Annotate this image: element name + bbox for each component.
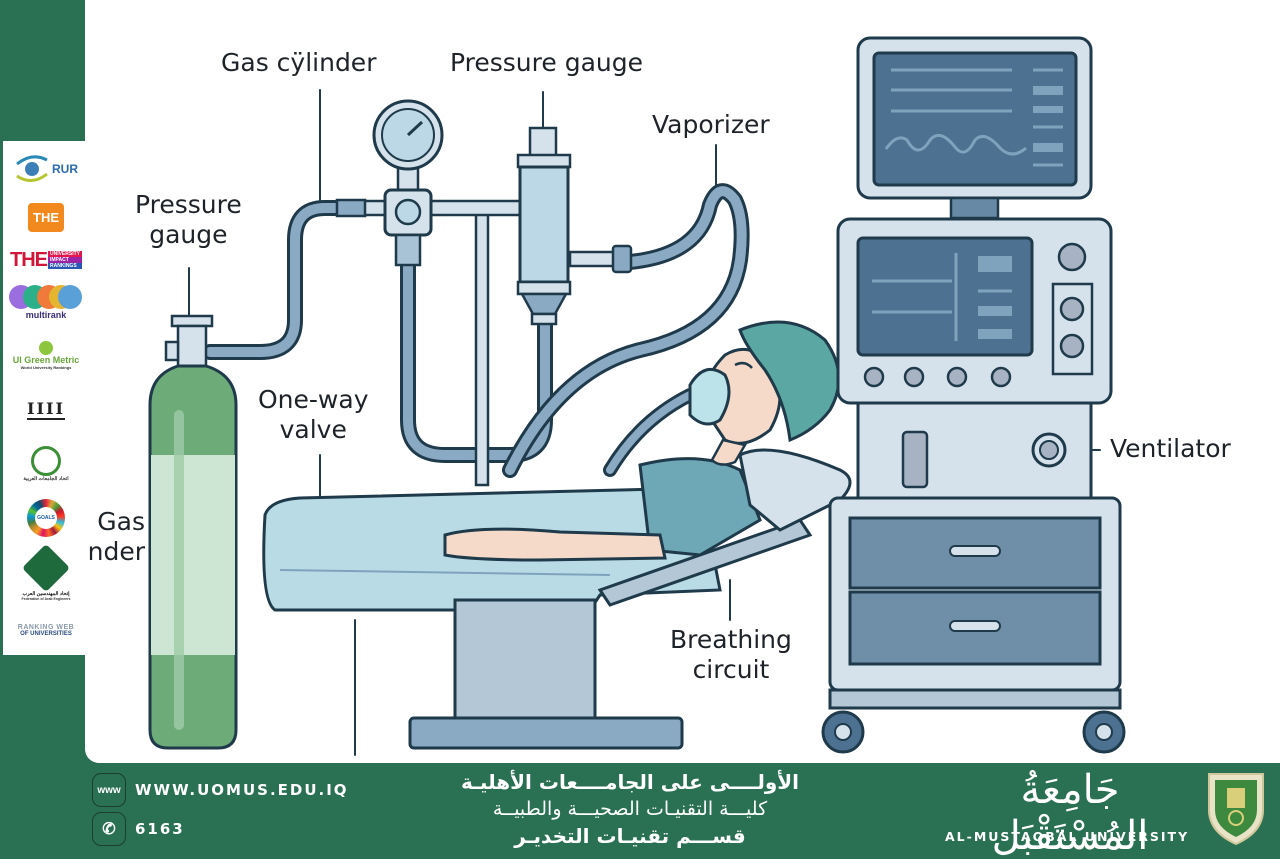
multirank-logo: multirank [7, 281, 85, 323]
university-name-arabic: جَامِعَةُ المُسْتَقْبَل [991, 767, 1149, 859]
globe-www-icon: www [92, 773, 126, 807]
label-line: Breathing [670, 625, 792, 654]
ranking-logos-sidebar: RUR THE THE UNIVERSITY IMPACT RANKINGS m… [3, 141, 86, 655]
the-impact-rankings-logo: THE UNIVERSITY IMPACT RANKINGS [9, 248, 82, 271]
label-pressure-gauge-top: Pressure gauge [450, 48, 643, 77]
webometrics-logo: RANKING WEB OF UNIVERSITIES [17, 623, 75, 637]
website-link[interactable]: www WWW.UOMUS.EDU.IQ [92, 773, 349, 807]
label-line: One-way [258, 385, 369, 414]
multirank-circles-icon [9, 285, 82, 309]
label-line: circuit [692, 655, 770, 684]
federation-arab-engineers-logo: إتحاد المهندسين العرب Federation of Arab… [7, 543, 85, 606]
label-line: Gas [97, 507, 145, 536]
label-ventilator: Ventilator [1110, 434, 1231, 463]
phone-icon: ✆ [92, 812, 126, 846]
label-one-way-valve: One-way valve [258, 385, 369, 445]
institution-columns-logo: IIII [27, 398, 65, 420]
label-gas-cylinder: Gas cÿlinder [221, 48, 377, 77]
label-vaporizer: Vaporizer [652, 110, 770, 139]
globe-icon [16, 155, 48, 182]
diagram-canvas: Gas cÿlinder Pressure gauge Vaporizer Pr… [85, 0, 1280, 763]
ui-greenmetric-logo: UI Green Metric World University Ranking… [7, 331, 85, 379]
sdg-logo: GOALS [7, 496, 85, 540]
label-line: Pressure [135, 190, 242, 219]
emblem-icon [21, 543, 71, 593]
label-line: linder [85, 537, 145, 566]
rur-logo: RUR [7, 149, 85, 189]
arab-universities-logo: اتحاد الجامعات العربية [7, 439, 85, 489]
university-name-english: AL-MUSTAQBAL UNIVERSITY [945, 829, 1190, 844]
arabic-college-name: كليـــة التقنيـات الصحيـــة والطبيــة [492, 798, 768, 820]
label-gas-cylinder-left: Gas linder [85, 507, 145, 567]
university-crest-icon [1208, 773, 1264, 846]
phone-contact[interactable]: ✆ 6163 [92, 812, 185, 846]
laurel-icon [31, 446, 61, 476]
label-breathing-circuit: Breathing circuit [670, 625, 792, 685]
arabic-department-name: قســـم تقنيـات التخديـر [514, 824, 746, 848]
label-line: valve [279, 415, 347, 444]
label-pressure-gauge-left: Pressure gauge [135, 190, 242, 250]
the-logo: THE [7, 199, 85, 235]
arabic-slogan: الأولــــى على الجامــــعات الأهليـة [460, 770, 800, 794]
label-line: gauge [149, 220, 228, 249]
anesthesia-illustration [148, 36, 1126, 756]
